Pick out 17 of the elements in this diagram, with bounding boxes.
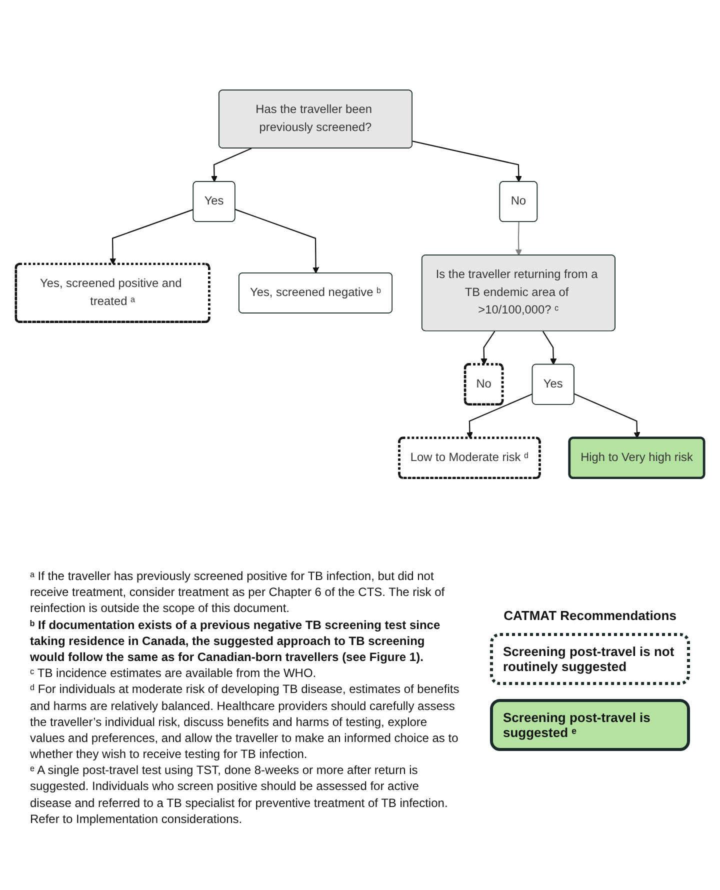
arrow [480, 330, 496, 365]
footnote: ᵃ If the traveller has previously screened positive for TB infection, but did not receive treatment, consider treatment as per Chapter 6 of the CTS. The risk of reinfection is outside the scope of this document. [30, 568, 446, 617]
footnote: ᵉ A single post-travel test using TST, done 8-weeks or more after return is suggested. Individuals who screen positive should be assessed for active disease and referred to a TB specialist for preventive treatment of TB infection. Refer to Implementation considerations. [30, 762, 449, 827]
arrow [466, 393, 533, 438]
footnote: ᵇ If documentation exists of a previous negative TB screening test since taking residence in Canada, the suggested approach to TB screening would follow the same as for Canadian-born travellers (see Figure 1). [30, 616, 442, 666]
legend-item: Screening post-travel is not routinely suggested [490, 633, 690, 685]
arrow [515, 222, 522, 256]
arrow [211, 148, 252, 182]
arrow [110, 208, 194, 265]
arrow [235, 208, 320, 274]
legend-item: Screening post-travel is suggested ᵉ [490, 699, 690, 751]
arrow [574, 393, 640, 438]
footnote: ᵈ For individuals at moderate risk of developing TB disease, estimates of benefits and harms are relatively balanced. Healthcare providers should carefully assess the traveller’s individual risk, discuss benefits and harms of testing, explore values and preferences, and allow the traveller to make an informed choice as to whether they wish to receive testing for TB infection. [30, 681, 460, 762]
arrow [542, 330, 557, 365]
arrow [412, 140, 522, 182]
footnote: ᶜ TB incidence estimates are available from the WHO. [30, 665, 318, 682]
legend-title: CATMAT Recommendations [502, 608, 678, 623]
